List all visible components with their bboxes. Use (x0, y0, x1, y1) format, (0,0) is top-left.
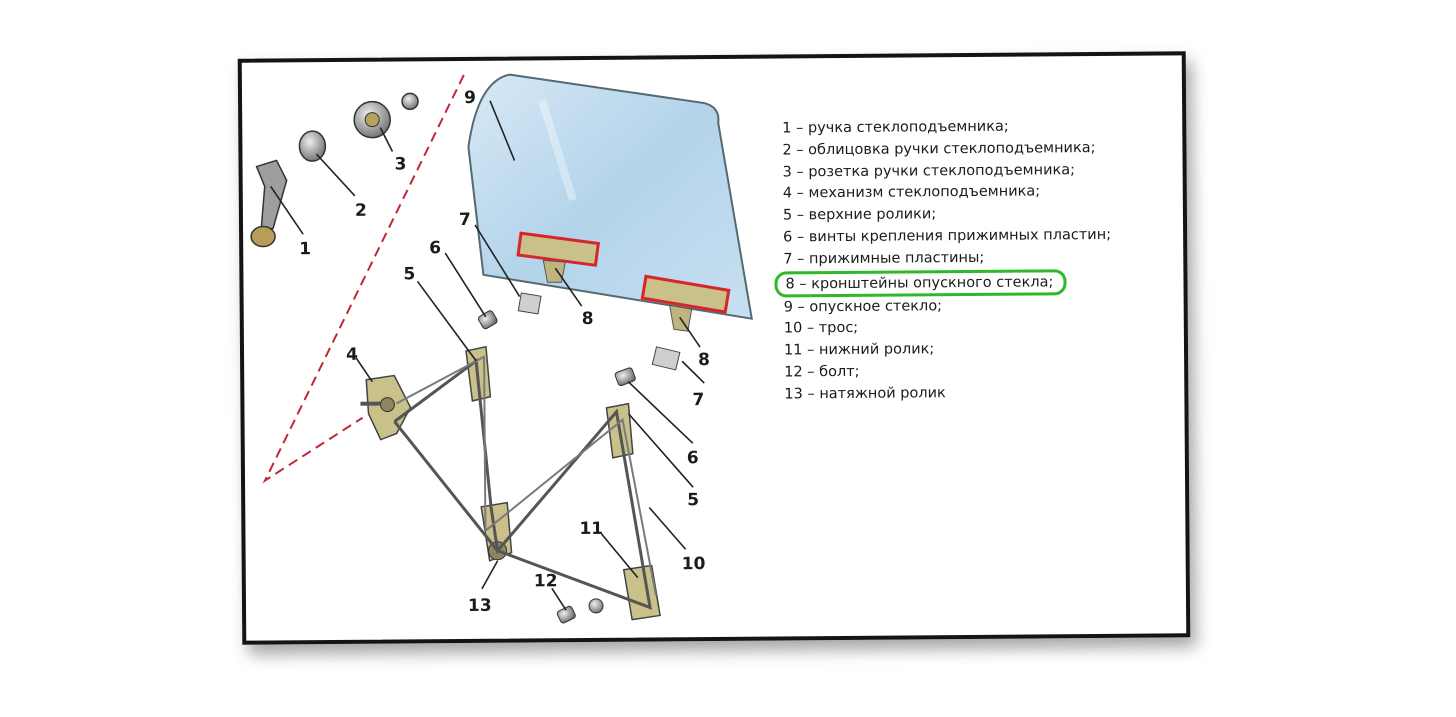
legend-item-4: 4 – механизм стеклоподъемника; (782, 183, 1041, 202)
bolt (556, 598, 604, 624)
legend-item-13: 13 – натяжной ролик (784, 384, 946, 403)
legend-item-6: 6 – винты крепления прижимных пластин; (783, 226, 1112, 246)
callout-5b: 5 (687, 490, 699, 510)
pressure-plate-screw-lower (614, 367, 636, 387)
callout-1: 1 (299, 239, 311, 259)
window-regulator-illustration: 1 2 3 4 5 6 7 8 8 9 7 6 5 10 11 12 13 (250, 73, 753, 624)
glass-bracket-left (516, 231, 601, 283)
handle-socket (353, 100, 391, 139)
callout-8a: 8 (582, 309, 594, 329)
legend-item-1: 1 – ручка стеклоподъемника; (782, 118, 1009, 137)
pressure-plate-screw-upper (477, 310, 498, 330)
diagram-frame: 1 2 3 4 5 6 7 8 8 9 7 6 5 10 11 12 13 1 … (237, 51, 1191, 645)
assembly-dashed-line (262, 74, 465, 484)
callout-5a: 5 (403, 264, 415, 284)
legend-item-2: 2 – облицовка ручки стеклоподъемника; (782, 139, 1096, 159)
pressure-plate-lower (651, 346, 681, 371)
callout-4: 4 (346, 345, 358, 365)
legend-item-12: 12 – болт; (784, 363, 860, 381)
callout-7a: 7 (459, 210, 471, 230)
legend-item-10: 10 – трос; (783, 320, 859, 337)
callout-6b: 6 (687, 448, 699, 468)
legend-item-7: 7 – прижимные пластины; (783, 249, 985, 268)
callout-8b: 8 (698, 350, 710, 370)
legend-item-9: 9 – опускное стекло; (783, 297, 943, 316)
legend-item-8-highlighted: 8 – кронштейны опускного стекла; (774, 268, 1067, 298)
callout-12: 12 (534, 571, 558, 591)
parts-legend: 1 – ручка стеклоподъемника; 2 – облицовк… (774, 116, 1112, 406)
callout-10: 10 (682, 554, 706, 574)
callout-13: 13 (468, 596, 492, 616)
callout-2: 2 (355, 201, 367, 221)
legend-item-11: 11 – нижний ролик; (783, 341, 935, 359)
callout-6a: 6 (429, 238, 441, 258)
callout-7b: 7 (692, 390, 704, 410)
legend-item-3: 3 – розетка ручки стеклоподъемника; (782, 161, 1076, 181)
callout-11: 11 (579, 519, 603, 539)
regulator-cable (393, 358, 652, 610)
callout-3: 3 (394, 154, 406, 174)
regulator-mechanism (360, 374, 412, 441)
callout-9: 9 (464, 88, 476, 108)
legend-item-5: 5 – верхние ролики; (782, 206, 937, 224)
handle-cover (298, 130, 327, 162)
window-crank-handle (250, 159, 288, 248)
pressure-plate-upper (517, 292, 542, 315)
door-glass (467, 73, 753, 320)
leader-lines (270, 100, 705, 611)
